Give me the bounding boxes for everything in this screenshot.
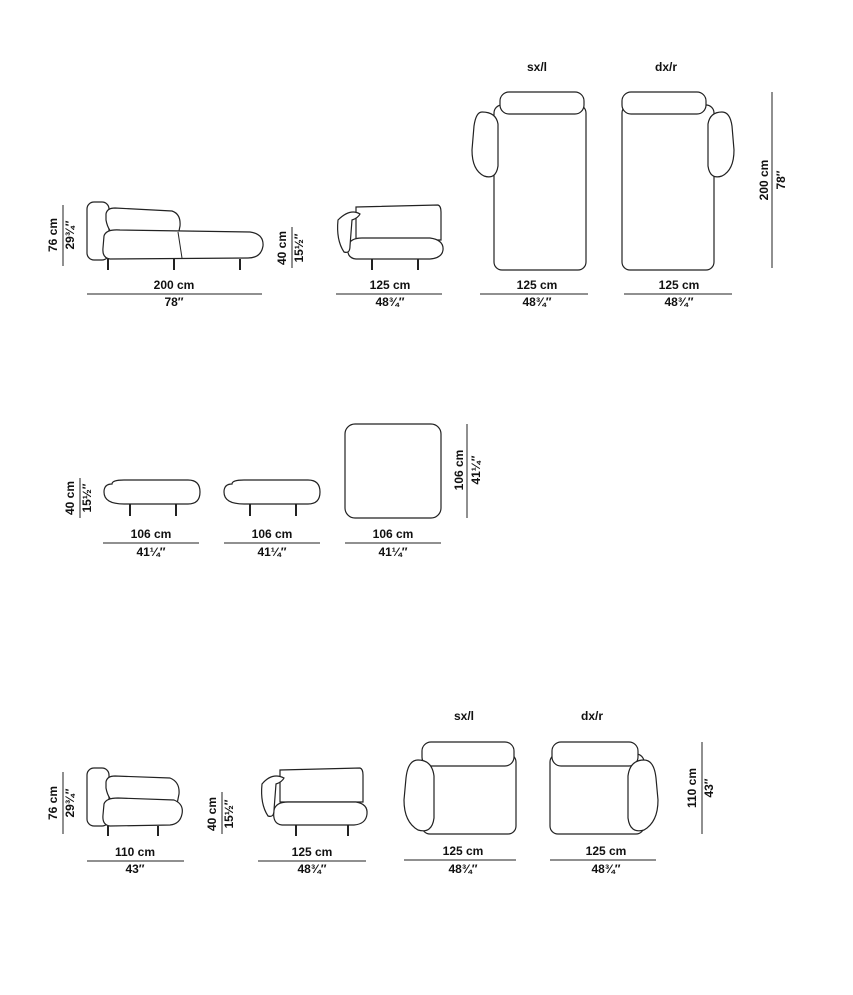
corner-backrest (279, 767, 364, 803)
width-cm-label: 106 cm (252, 527, 293, 541)
height-cm-label: 76 cm (46, 218, 60, 252)
armchair-sx-top-view: sx/l 125 cm 48¾″ (403, 709, 517, 876)
corner-module-side-view: 125 cm 48¾″ 40 cm 15½″ (275, 204, 444, 309)
corner-arm-cushion (261, 775, 285, 817)
width-cm-label: 125 cm (586, 844, 627, 858)
pouf-cushion (103, 479, 201, 505)
width-in-label: 48¾″ (522, 295, 551, 309)
armchair-side-view: 110 cm 43″ 76 cm 29¾″ (46, 767, 184, 876)
width-in-label: 41¼″ (257, 545, 286, 559)
chaise-seam (177, 231, 183, 259)
width-in-label: 48¾″ (448, 862, 477, 876)
row-3: 110 cm 43″ 76 cm 29¾″ 125 cm 48¾″ 40 cm … (46, 709, 716, 876)
corner-module-side-view-2: 125 cm 48¾″ 40 cm 15½″ (205, 767, 368, 876)
chaise-dx-top-view: dx/r 125 cm 48¾″ 200 cm 78″ (621, 60, 788, 309)
pouf-top-outline (344, 423, 442, 519)
pouf-side-view-1: 106 cm 41¼″ 40 cm 15½″ (63, 478, 201, 559)
width-in-label: 43″ (125, 862, 144, 876)
depth-cm-label: 106 cm (452, 450, 466, 491)
sx-label: sx/l (454, 709, 474, 723)
depth-cm-label: 200 cm (757, 160, 771, 201)
chaise-sx-top-view: sx/l 125 cm 48¾″ (471, 60, 588, 309)
corner-seat (347, 237, 444, 260)
height-cm-label: 40 cm (63, 481, 77, 515)
width-cm-label: 125 cm (443, 844, 484, 858)
corner-seat (273, 801, 368, 826)
depth-in-label: 41¼″ (469, 455, 483, 484)
pouf-cushion (223, 479, 321, 505)
depth-cm-label: 110 cm (685, 768, 699, 808)
armchair-seat-body (102, 797, 183, 827)
sx-seat-outline (493, 104, 587, 271)
dx-label: dx/r (581, 709, 603, 723)
width-cm-label: 200 cm (154, 278, 195, 292)
sx-arm-cushion (403, 759, 435, 832)
height-cm-label: 40 cm (275, 231, 289, 265)
width-in-label: 48¾″ (664, 295, 693, 309)
height-cm-label: 40 cm (205, 797, 219, 831)
width-cm-label: 125 cm (370, 278, 411, 292)
corner-backrest (355, 204, 442, 241)
sx-arm-cushion (471, 111, 499, 178)
width-cm-label: 106 cm (373, 527, 414, 541)
sx-backrest (421, 741, 515, 767)
row-2: 106 cm 41¼″ 40 cm 15½″ 106 cm 41¼″ 106 c… (63, 423, 483, 559)
width-in-label: 78″ (164, 295, 183, 309)
height-in-label: 29¾″ (63, 788, 77, 817)
width-in-label: 41¼″ (378, 545, 407, 559)
height-cm-label: 76 cm (46, 786, 60, 820)
width-in-label: 48¾″ (375, 295, 404, 309)
dx-seat-outline (621, 104, 715, 271)
dx-arm-cushion (707, 111, 735, 178)
corner-arm-cushion (337, 211, 361, 253)
pouf-top-view: 106 cm 41¼″ 106 cm 41¼″ (344, 423, 483, 559)
height-in-label: 15½″ (222, 799, 236, 828)
chaise-longue-side-view: 200 cm 78″ 76 cm 29¾″ (46, 201, 264, 309)
pouf-side-view-2: 106 cm 41¼″ (223, 479, 321, 559)
sx-backrest (499, 91, 585, 115)
height-in-label: 29¾″ (63, 220, 77, 249)
height-in-label: 15½″ (292, 233, 306, 262)
height-in-label: 15½″ (80, 483, 94, 512)
row-1: 200 cm 78″ 76 cm 29¾″ 125 cm 48¾″ 40 cm … (46, 60, 788, 309)
dx-backrest (621, 91, 707, 115)
width-cm-label: 106 cm (131, 527, 172, 541)
armchair-dx-top-view: dx/r 125 cm 48¾″ 110 cm 43″ (549, 709, 716, 876)
width-cm-label: 110 cm (115, 845, 155, 859)
width-in-label: 48¾″ (297, 862, 326, 876)
width-cm-label: 125 cm (659, 278, 700, 292)
dx-label: dx/r (655, 60, 677, 74)
width-cm-label: 125 cm (292, 845, 333, 859)
width-in-label: 41¼″ (136, 545, 165, 559)
chaise-seat-body (102, 229, 264, 260)
depth-in-label: 78″ (774, 170, 788, 189)
depth-in-label: 43″ (702, 778, 716, 797)
dx-arm-cushion (627, 759, 659, 832)
width-in-label: 48¾″ (591, 862, 620, 876)
width-cm-label: 125 cm (517, 278, 558, 292)
sx-label: sx/l (527, 60, 547, 74)
dx-backrest (551, 741, 639, 767)
